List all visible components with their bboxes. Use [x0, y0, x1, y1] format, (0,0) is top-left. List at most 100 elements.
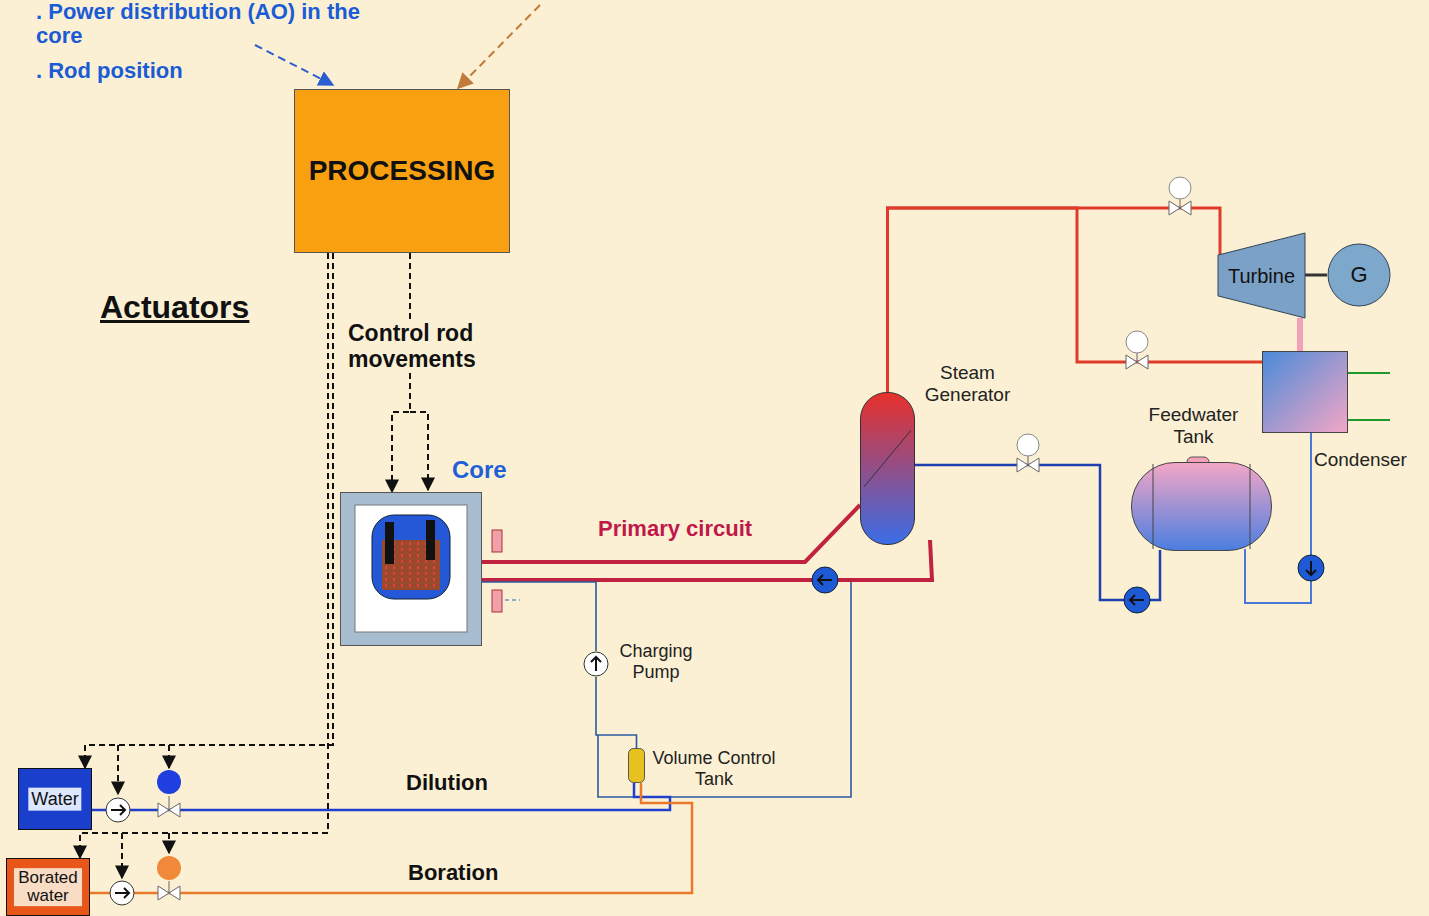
- letdown-pipe: [598, 582, 851, 797]
- pump-symbol: [818, 575, 832, 585]
- feedwater-tank-outline: [1153, 464, 1154, 549]
- turbine-symbol: Turbine: [1218, 233, 1305, 318]
- control-valve: [157, 770, 181, 794]
- node-text: Core: [452, 456, 507, 484]
- control-valve: [1169, 177, 1191, 208]
- pump-symbol: [1298, 555, 1324, 581]
- steam-pipe: [888, 208, 1221, 392]
- feedwater-tank-outline: [1131, 462, 1272, 551]
- pump-symbol: [812, 567, 838, 593]
- input-note: . Power distribution (AO) in the core: [36, 0, 386, 48]
- node-text: PROCESSING: [309, 155, 496, 187]
- node-text: Volume Control Tank: [644, 748, 784, 789]
- control-valve: [157, 177, 1191, 900]
- volume-control-tank: Volume Control Tank: [628, 748, 645, 783]
- generator-symbol-outline: [1328, 244, 1390, 306]
- reactor-core-outline: [426, 520, 435, 560]
- charging-pump-outline: [584, 652, 608, 676]
- feedwater-tank-outline: [1250, 464, 1251, 549]
- control-valve: [1126, 331, 1148, 362]
- control-valve: [169, 796, 170, 810]
- control-valve: [157, 856, 181, 880]
- boration-pipe: [90, 783, 692, 893]
- connector-label: Primary circuit: [598, 516, 752, 541]
- actuator-signal: [85, 253, 333, 768]
- pump-symbol: [1124, 587, 1150, 613]
- process-box: PROCESSING: [294, 89, 510, 253]
- reactor-core-outline: [340, 492, 482, 646]
- turbine-shaft: [1305, 274, 1327, 277]
- group-heading: Actuators: [100, 289, 249, 326]
- reactor-core: Core: [340, 492, 482, 646]
- control-valve: [169, 881, 170, 893]
- flux-sensor: [505, 600, 520, 601]
- actuator-signal: [168, 833, 170, 853]
- reactor-core-outline: [355, 505, 467, 632]
- charging-line: [482, 582, 596, 651]
- node-text: Borated water: [14, 868, 82, 906]
- borated-water-tank-outline: [7, 859, 90, 916]
- condenser-outline: [1262, 351, 1348, 433]
- node-text: Feedwater Tank: [1131, 404, 1256, 448]
- letdown-pipe: [598, 582, 851, 797]
- charging-pump: Charging Pump: [583, 651, 609, 677]
- input-note: . Rod position: [36, 58, 183, 83]
- feedwater-pipe: [915, 465, 1160, 600]
- reactor-core-outline: [372, 515, 450, 599]
- input-arrow: [255, 45, 333, 85]
- reactor-core-outline: [341, 493, 482, 646]
- node-text: G: [1350, 262, 1367, 287]
- node-text: Steam Generator: [910, 362, 1025, 406]
- steam-generator-outline: [864, 430, 911, 487]
- rod-control-branch: [410, 412, 428, 490]
- generator-symbol: G: [1327, 243, 1391, 307]
- pump-symbol: [106, 798, 130, 822]
- water-tank-outline: [19, 769, 92, 830]
- node-text: Charging Pump: [613, 641, 699, 682]
- node-text: Turbine: [1228, 264, 1295, 287]
- node-text: Condenser: [1314, 449, 1407, 471]
- steam-generator: Steam Generator: [860, 392, 915, 545]
- node-text: Water: [28, 788, 81, 811]
- pump-symbol: [1130, 595, 1144, 605]
- process-box-outline: [295, 90, 510, 253]
- charging-pump-outline: [591, 657, 601, 671]
- pump-symbol: [1306, 561, 1316, 575]
- reactor-core-outline: [417, 542, 419, 588]
- volume-control-tank-outline: [629, 749, 645, 783]
- actuator-signal: [168, 745, 170, 768]
- water-tank: Water: [18, 768, 92, 830]
- primary-pipe: [482, 505, 860, 562]
- pump-symbol: [111, 805, 125, 815]
- pump-symbol: [106, 555, 1324, 905]
- actuator-signal: [121, 833, 123, 878]
- condenser: Condenser: [1262, 351, 1348, 433]
- pump-symbol: [115, 888, 129, 898]
- actuator-signal: [80, 253, 328, 858]
- reactor-core-outline: [401, 542, 403, 588]
- pump-symbol: [110, 881, 134, 905]
- steam-generator-outline: [861, 393, 915, 545]
- connector-label: Boration: [408, 860, 498, 885]
- borated-water-tank: Borated water: [6, 858, 90, 916]
- condenser-outline: [1263, 352, 1348, 433]
- feedwater-tank: Feedwater Tank: [1131, 462, 1272, 551]
- steam-generator-outline: [860, 392, 915, 545]
- feedwater-tank-outline: [1132, 463, 1272, 551]
- turbine-symbol-outline: [1218, 233, 1305, 318]
- volume-control-tank-outline: [628, 748, 645, 783]
- reactor-core-outline: [385, 522, 394, 564]
- input-arrow: [458, 5, 540, 88]
- rod-control-branch: [410, 412, 428, 490]
- exhaust-pipe: [1297, 318, 1303, 351]
- connector-label: Control rod movements: [348, 320, 508, 373]
- control-valve: [1017, 434, 1039, 465]
- actuator-signal: [117, 745, 119, 794]
- flux-sensor: [492, 590, 502, 612]
- flux-sensor: [492, 530, 520, 612]
- charging-pump-outline: [583, 651, 609, 677]
- flux-sensor: [492, 530, 502, 552]
- connector-label: Dilution: [406, 770, 488, 795]
